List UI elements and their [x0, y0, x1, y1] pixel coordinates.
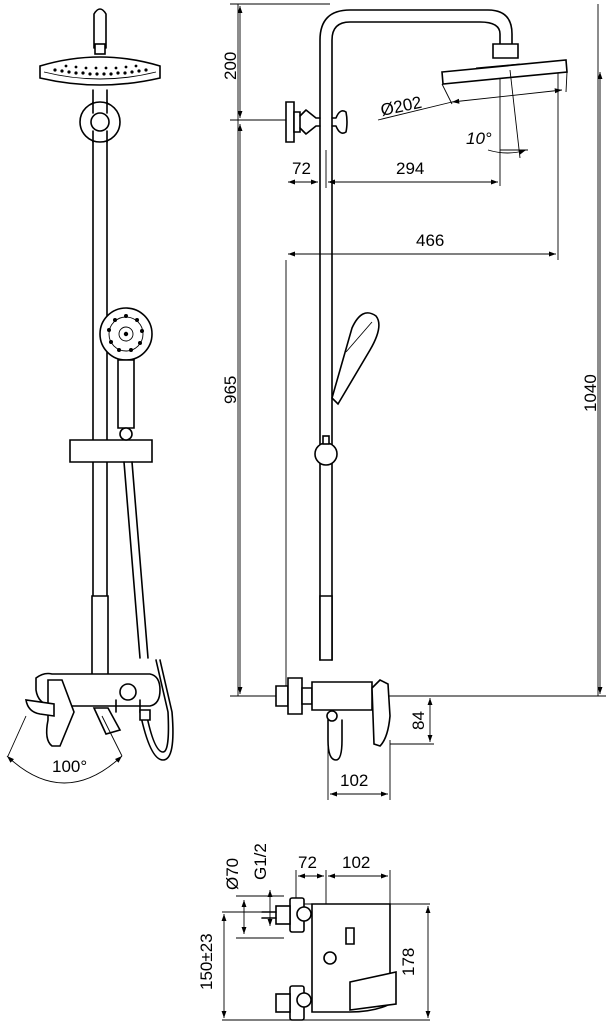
- arm-offset-dim: 72: [292, 159, 311, 178]
- eccentric-upper: [261, 897, 312, 933]
- arm-reach-dim: 294: [396, 159, 424, 178]
- head-tilt-dim: 10°: [466, 129, 492, 148]
- slider-height-dim: 965: [221, 376, 240, 404]
- detail-width-dim: 102: [342, 853, 370, 872]
- detail-offset-dim: 72: [298, 853, 317, 872]
- eccentric-diameter-dim: Ø70: [223, 858, 242, 890]
- head-height-dim: 200: [221, 52, 240, 80]
- shower-hose: [123, 461, 149, 659]
- thread-dim: G1/2: [251, 843, 270, 880]
- mixer-detail-view: 72 102 Ø70 G1/2 150±23 178: [197, 843, 431, 1021]
- eccentric-lower: [275, 985, 312, 1021]
- side-view: 200 965 1040 72 294 466 Ø202 10° 84: [221, 3, 606, 800]
- valve-depth-dim: 84: [409, 711, 428, 730]
- overhead-shower-front: [39, 56, 161, 86]
- wall-bracket-side: [285, 101, 348, 143]
- head-diameter-dim: Ø202: [379, 93, 424, 120]
- valve-width-dim: 102: [340, 771, 368, 790]
- hand-shower-side: [331, 312, 380, 406]
- total-projection-dim: 466: [416, 231, 444, 250]
- mixer-front: [25, 672, 161, 747]
- total-height-dim: 1040: [581, 374, 600, 412]
- centers-dim: 150±23: [197, 933, 216, 990]
- riser-pipe: [92, 89, 108, 687]
- riser-side: [319, 9, 513, 661]
- slider: [69, 439, 153, 463]
- riser-top: [93, 8, 107, 49]
- front-view: 100°: [6, 8, 174, 784]
- slider-knob-side: [314, 442, 338, 466]
- hand-shower-front: [99, 307, 153, 429]
- overhead-shower-side: [441, 59, 568, 85]
- rotation-angle-label: 100°: [52, 757, 87, 776]
- arm-joint: [94, 43, 106, 55]
- rotation-arc: 100°: [6, 715, 123, 784]
- mixer-side: [275, 677, 391, 761]
- mixer-body-detail: [311, 903, 397, 1013]
- detail-height-dim: 178: [399, 948, 418, 976]
